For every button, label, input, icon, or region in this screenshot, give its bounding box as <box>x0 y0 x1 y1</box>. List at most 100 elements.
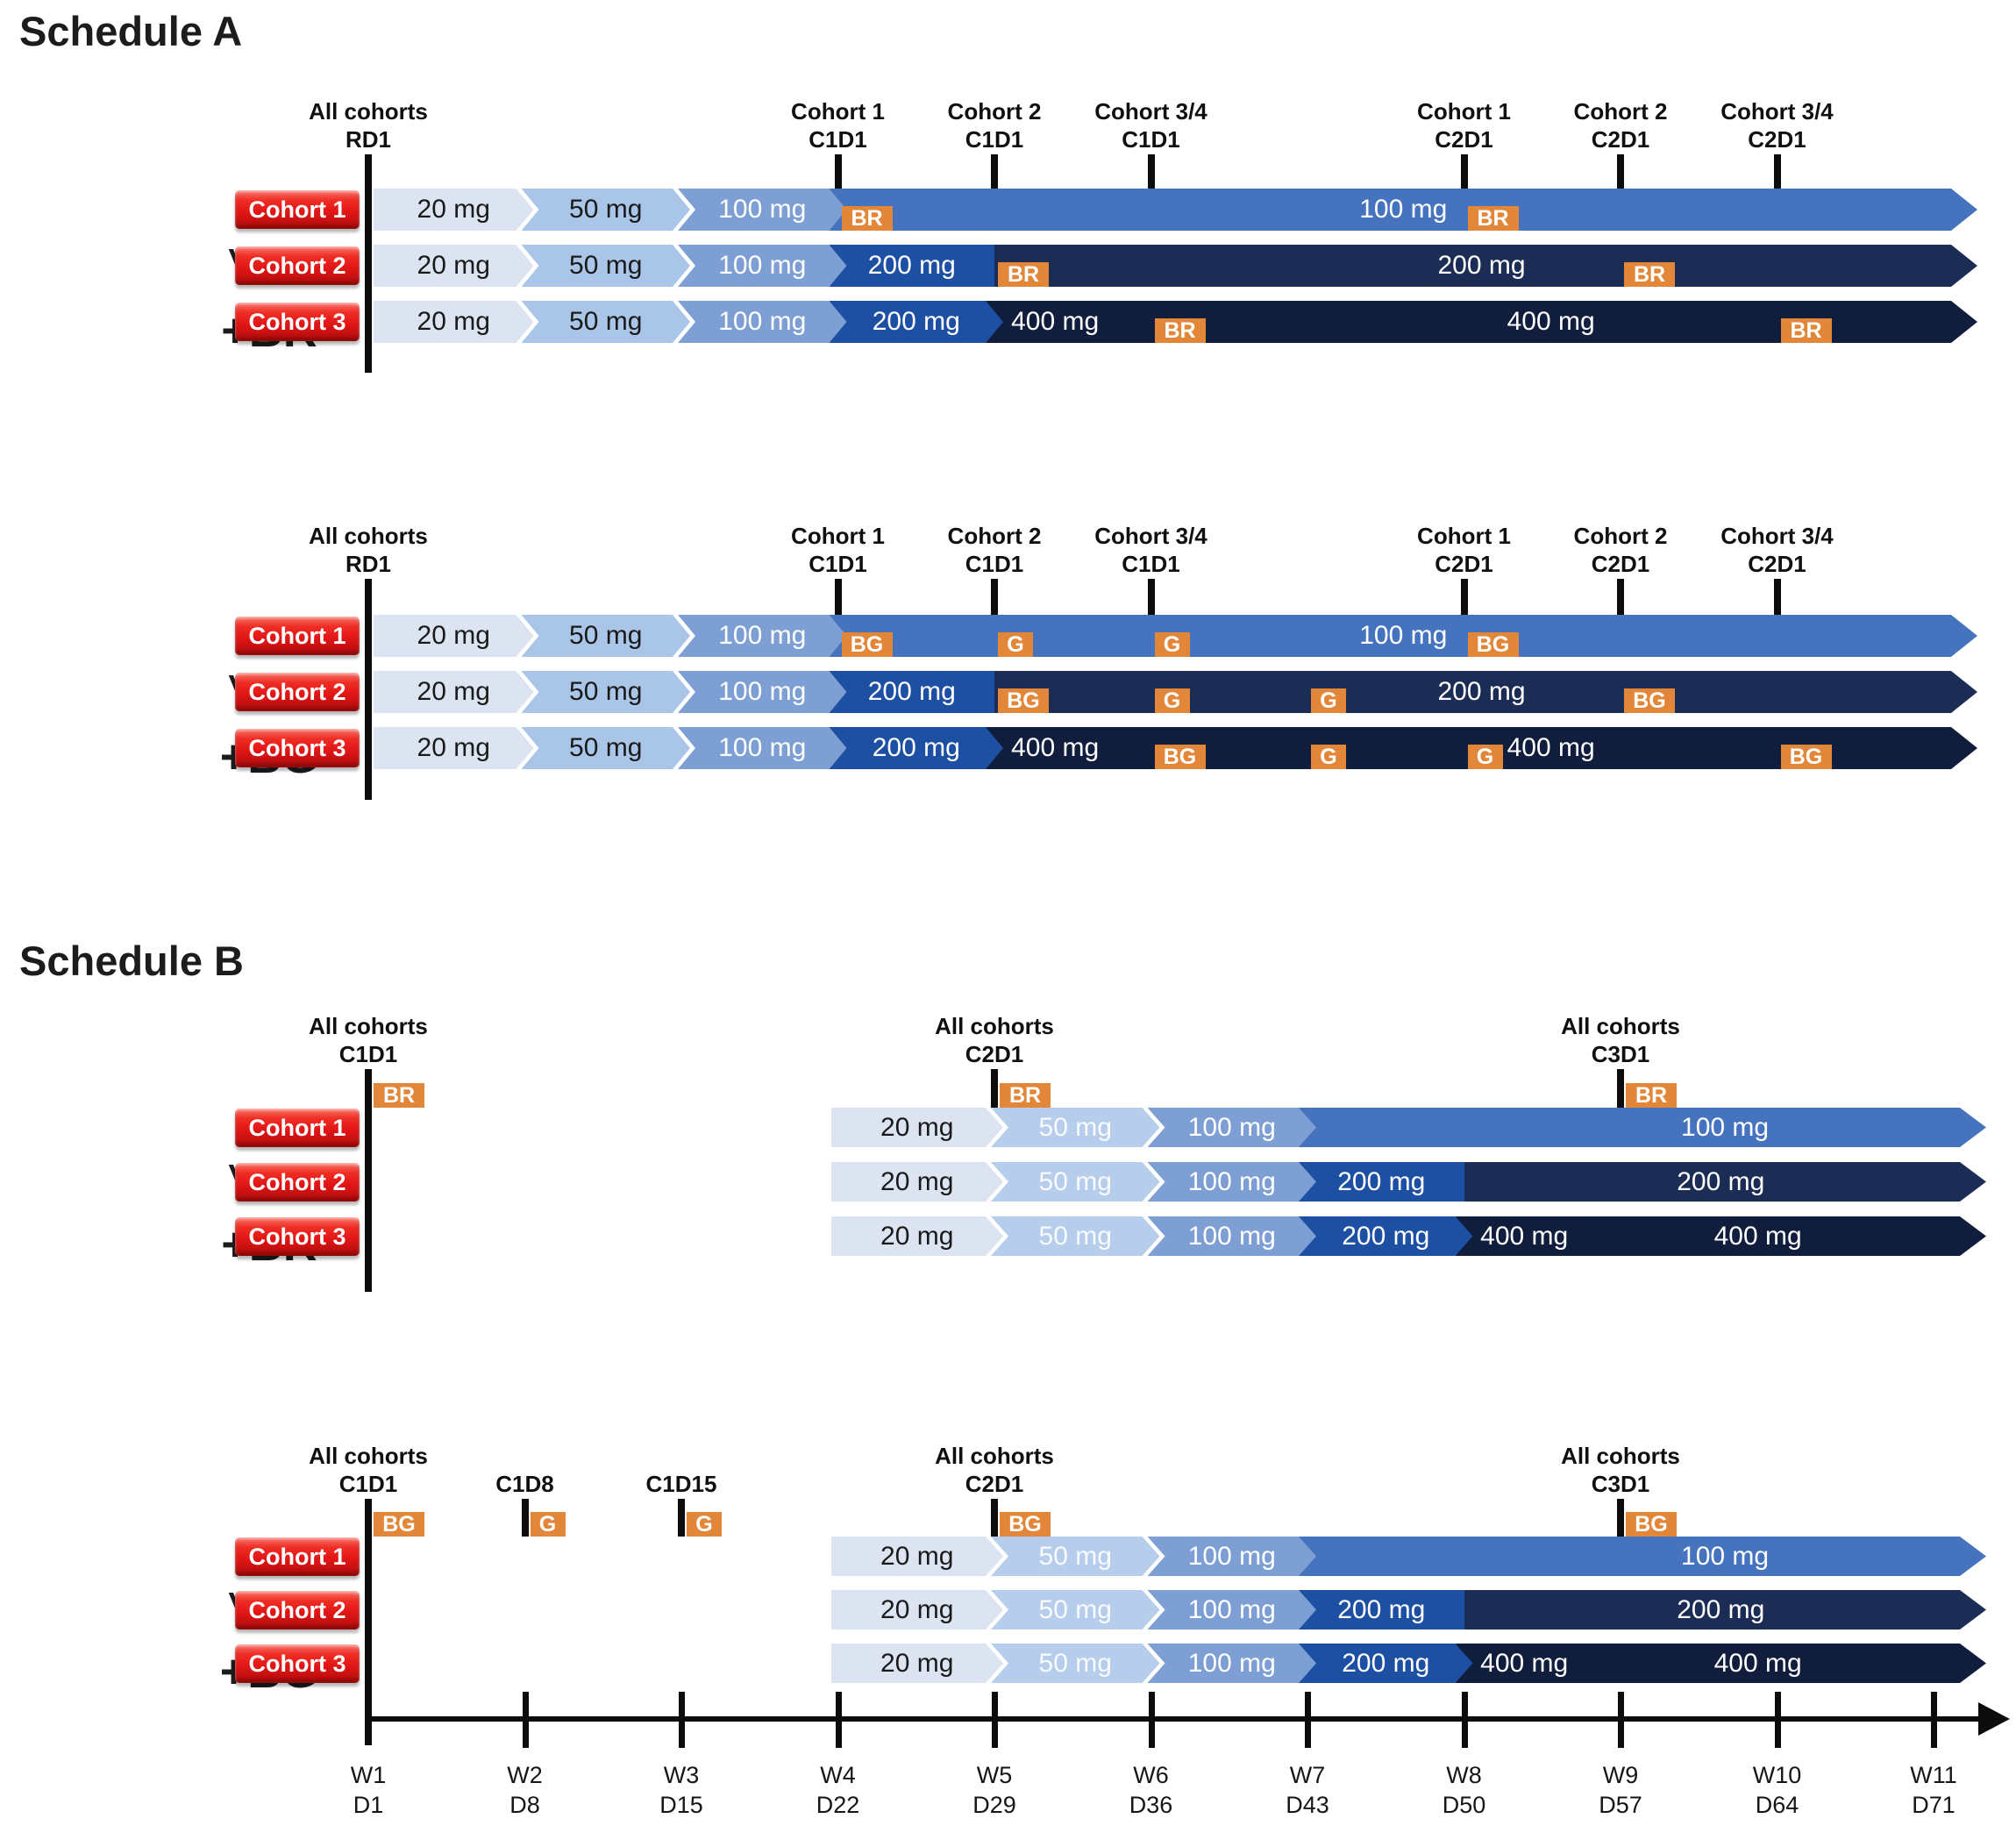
milestone-label-line1: Cohort 1 <box>1417 98 1511 125</box>
dose-segment-w50a: 50 mg <box>522 245 691 287</box>
dose-label: 50 mg <box>569 677 643 706</box>
treatment-badge-g: G <box>1311 745 1346 769</box>
dose-label: 20 mg <box>880 1112 954 1142</box>
milestone-label-c1d1: C1D1 <box>338 1041 398 1067</box>
milestone-line-rd1 <box>365 579 372 800</box>
schedule-a-title: Schedule A <box>19 8 243 54</box>
cohort-button-1: Cohort 1 <box>235 1537 360 1576</box>
dose-segment-w50b: 50 mg <box>991 1108 1160 1147</box>
axis-day-label-d43: D43 <box>1286 1792 1329 1818</box>
dose-segment-w100: 100 mg <box>1148 1108 1317 1147</box>
treatment-badge-bg: BG <box>1624 688 1675 713</box>
dose-label: 20 mg <box>880 1166 954 1196</box>
dose-segment-w20: 20 mg <box>374 671 534 713</box>
axis-week-label-w11: W11 <box>1910 1762 1957 1788</box>
dose-segment-w20: 20 mg <box>374 727 534 769</box>
milestone-line-c1d1 <box>365 1499 372 1745</box>
axis-week-label-w2: W2 <box>507 1762 543 1788</box>
milestone-label-line1: Cohort 2 <box>1573 523 1668 549</box>
dose-label: 100 mg <box>718 621 807 650</box>
milestone-label-c1d8: C1D8 <box>495 1471 554 1497</box>
milestone-tick-c2d1 <box>1773 579 1781 615</box>
milestone-label-c1d1: C1D1 <box>1122 126 1180 153</box>
dose-label: 400 mg <box>1480 1221 1569 1251</box>
dose-segment-w50b: 50 mg <box>991 1162 1160 1202</box>
dose-label: 100 mg <box>1359 621 1448 650</box>
dose-label: 100 mg <box>1187 1166 1276 1196</box>
dose-segment-w50b: 50 mg <box>991 1216 1160 1256</box>
axis-day-label-d29: D29 <box>972 1792 1016 1818</box>
milestone-label-line1: Cohort 2 <box>947 523 1042 549</box>
milestone-label-line1: All cohorts <box>309 98 428 125</box>
treatment-badge-g: G <box>687 1512 722 1537</box>
milestone-label-c1d1: C1D1 <box>809 551 867 577</box>
dose-segment-w20: 20 mg <box>374 189 534 231</box>
dose-segment-d200: 200 mg <box>829 245 994 287</box>
dose-label: 100 mg <box>718 733 807 762</box>
milestone-tick-c2d1 <box>991 1499 998 1537</box>
treatment-badge-g: G <box>1154 632 1190 657</box>
dose-label: 200 mg <box>872 307 960 336</box>
dose-segment-cont100: 100 mg <box>1299 1108 1986 1147</box>
dose-segment-cont200: 200 mg <box>1456 1590 1987 1629</box>
dose-segment-w50a: 50 mg <box>522 615 691 657</box>
dose-segment-d200: 200 mg <box>1299 1162 1464 1202</box>
milestone-tick-c3d1 <box>1617 1069 1624 1108</box>
axis-week-label-w3: W3 <box>663 1762 700 1788</box>
milestone-tick-c1d1 <box>834 579 842 615</box>
dose-label: 100 mg <box>1187 1112 1276 1142</box>
milestone-label-line1: All cohorts <box>1561 1013 1680 1039</box>
dose-label: 200 mg <box>1337 1166 1426 1196</box>
dose-label: 50 mg <box>569 251 643 280</box>
milestone-label-line1: Cohort 1 <box>1417 523 1511 549</box>
milestone-label-c1d1: C1D1 <box>338 1471 398 1497</box>
axis-week-label-w4: W4 <box>820 1762 856 1788</box>
dose-segment-w50b: 50 mg <box>991 1644 1160 1683</box>
dose-label: 200 mg <box>867 677 956 706</box>
milestone-tick-c1d15 <box>678 1499 685 1537</box>
milestone-label-c3d1: C3D1 <box>1591 1041 1650 1067</box>
dose-label: 100 mg <box>1681 1541 1770 1571</box>
dose-label: 400 mg <box>1713 1648 1802 1678</box>
schedule-b-title: Schedule B <box>19 938 244 984</box>
axis-week-label-w8: W8 <box>1446 1762 1482 1788</box>
milestone-label-c1d1: C1D1 <box>1122 551 1180 577</box>
axis-tick-w5 <box>992 1692 998 1748</box>
dose-label: 100 mg <box>718 307 807 336</box>
axis-day-label-d8: D8 <box>509 1792 540 1818</box>
dose-segment-d200: 200 mg <box>829 671 994 713</box>
dose-segment-d200: 200 mg <box>830 301 1004 343</box>
dose-segment-w100: 100 mg <box>678 615 847 657</box>
milestone-tick-c2d1 <box>1773 154 1781 189</box>
dose-segment-d200: 200 mg <box>1299 1644 1473 1683</box>
dose-label: 200 mg <box>872 733 960 762</box>
treatment-badge-br: BR <box>1467 206 1519 231</box>
dose-segment-w100: 100 mg <box>678 189 847 231</box>
dose-segment-w20: 20 mg <box>374 301 534 343</box>
dose-label: 50 mg <box>1038 1648 1112 1678</box>
treatment-badge-g: G <box>998 632 1033 657</box>
axis-tick-w8 <box>1461 1692 1468 1748</box>
milestone-label-line1: All cohorts <box>309 1013 428 1039</box>
axis-day-label-d50: D50 <box>1442 1792 1486 1818</box>
milestone-label-c2d1: C2D1 <box>1435 551 1493 577</box>
treatment-badge-g: G <box>530 1512 566 1537</box>
milestone-line-rd1 <box>365 154 372 373</box>
cohort-button-2: Cohort 2 <box>235 246 360 285</box>
treatment-badge-br: BR <box>841 206 893 231</box>
milestone-label-line1: Cohort 2 <box>947 98 1042 125</box>
dose-segment-w100: 100 mg <box>1148 1216 1317 1256</box>
dose-label: 50 mg <box>569 621 643 650</box>
dose-segment-w20: 20 mg <box>374 615 534 657</box>
milestone-tick-c1d1 <box>991 579 998 615</box>
treatment-badge-bg: BG <box>1154 745 1206 769</box>
dose-label: 20 mg <box>417 307 490 336</box>
treatment-badge-g: G <box>1467 745 1503 769</box>
milestone-line-c1d1 <box>365 1069 372 1292</box>
cohort-button-3: Cohort 3 <box>235 1644 360 1683</box>
milestone-tick-c3d1 <box>1617 1499 1624 1537</box>
